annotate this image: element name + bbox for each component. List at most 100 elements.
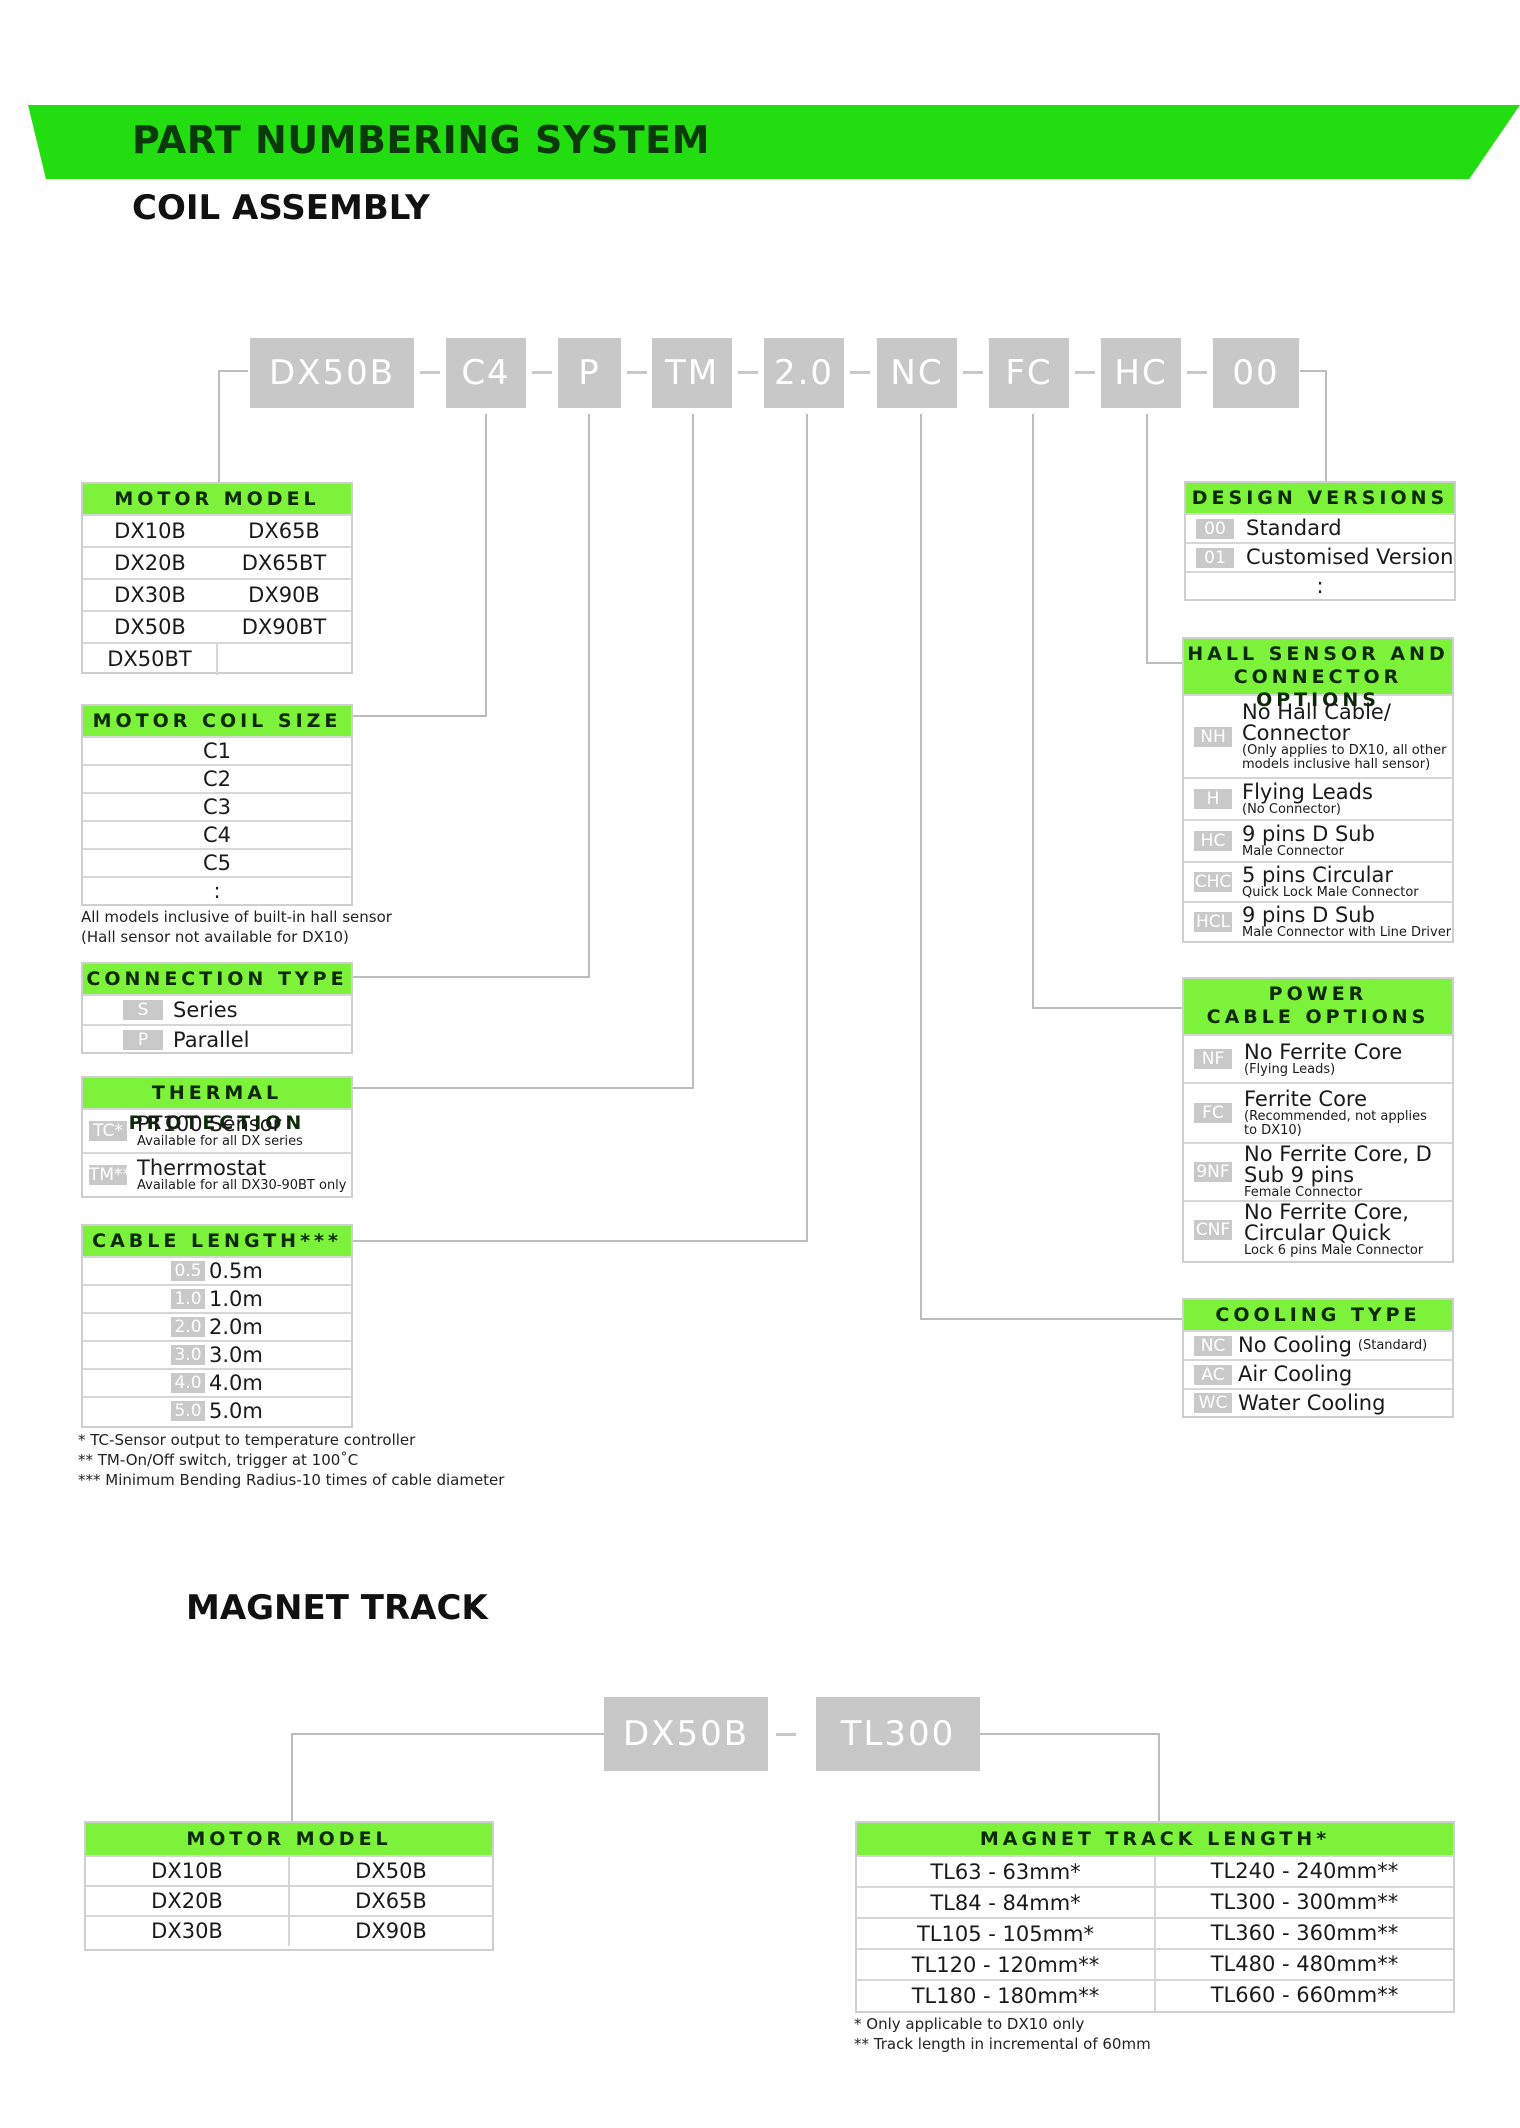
option-sub: (Flying Leads) [1244, 1061, 1336, 1077]
part-box-connection: P [558, 338, 621, 408]
part-box-coil: C4 [446, 338, 526, 408]
wire [920, 1318, 1182, 1320]
option-code: 0.5 [171, 1261, 205, 1281]
cell: TL300 - 300mm** [1154, 1887, 1453, 1918]
table-row: H Flying Leads(No Connector) [1184, 777, 1452, 819]
option-sub: to DX10) [1244, 1122, 1302, 1138]
option-label: 3.0m [209, 1342, 263, 1367]
wire [1158, 1733, 1160, 1821]
option-label: Ferrite Core [1244, 1086, 1368, 1111]
wire [1300, 370, 1326, 372]
cell: DX50B [288, 1856, 492, 1886]
option-label: Flying Leads [1242, 779, 1373, 804]
cell: DX20B [114, 551, 186, 575]
dash [850, 371, 870, 374]
table-row: C5 [83, 848, 351, 876]
cell: DX90B [288, 1916, 492, 1946]
option-sub: Available for all DX series [137, 1133, 303, 1149]
footnote: ** Track length in incremental of 60mm [854, 2035, 1151, 2053]
coil-assembly-heading: COIL ASSEMBLY [132, 188, 430, 228]
option-sub: (Recommended, not applies [1244, 1108, 1427, 1124]
magnet-track-length-table: MAGNET TRACK LENGTH* TL63 - 63mm*TL240 -… [855, 1821, 1455, 2013]
page-title: PART NUMBERING SYSTEM [132, 118, 710, 162]
part-box-design: 00 [1213, 338, 1299, 408]
wire [1146, 414, 1148, 664]
option-sub: models inclusive hall sensor) [1242, 756, 1431, 772]
part-box-cooling: NC [877, 338, 957, 408]
table-row: S Series [83, 994, 351, 1024]
option-desc: Flying Leads(No Connector) [1242, 779, 1373, 817]
cell: : [213, 879, 221, 903]
option-label: Standard [1246, 516, 1342, 540]
table-header: MOTOR COIL SIZE [83, 706, 351, 736]
cell: TL360 - 360mm** [1154, 1918, 1453, 1949]
table-header: DESIGN VERSIONS [1186, 483, 1454, 513]
option-sub: (No Connector) [1242, 801, 1342, 817]
cell: DX50BT [107, 647, 192, 671]
part-box-model: DX50B [250, 338, 414, 408]
part-box-cable: 2.0 [764, 338, 844, 408]
option-label: 2.0m [209, 1314, 263, 1339]
cell: C3 [202, 795, 232, 819]
option-label: Sub 9 pins [1244, 1163, 1355, 1187]
table-row: DX50BT [83, 642, 351, 675]
option-code: AC [1194, 1364, 1232, 1385]
option-label: 5.0m [209, 1398, 263, 1423]
footnote: * TC-Sensor output to temperature contro… [78, 1431, 416, 1449]
option-sub: Lock 6 pins Male Connector [1244, 1243, 1424, 1258]
cell: C1 [202, 739, 232, 763]
wire [1325, 370, 1327, 482]
option-code: HCL [1194, 912, 1232, 932]
dash [1187, 371, 1207, 374]
wire [353, 1087, 694, 1089]
option-code: H [1194, 789, 1232, 809]
option-code: S [123, 1000, 163, 1020]
option-sub: Female Connector [1244, 1185, 1363, 1200]
wire [291, 1733, 293, 1821]
option-label: No Cooling [1238, 1333, 1352, 1357]
option-code: NF [1194, 1049, 1232, 1069]
option-label: Connector [1242, 720, 1351, 745]
table-row: : [83, 876, 351, 904]
wire [218, 370, 220, 482]
table-header: MOTOR MODEL [83, 484, 351, 514]
footnote: ** TM-On/Off switch, trigger at 100˚C [78, 1451, 359, 1469]
option-code: 5.0 [171, 1401, 205, 1421]
cell: DX90B [248, 583, 320, 607]
option-label: PT100 Sensor [137, 1111, 282, 1136]
option-code: TM** [89, 1165, 132, 1185]
magnet-part-box-model: DX50B [604, 1697, 768, 1771]
option-label: No Hall Cable/ [1242, 699, 1391, 724]
option-label: Series [173, 997, 238, 1022]
option-code: HC [1194, 831, 1232, 851]
option-code: 9NF [1194, 1162, 1232, 1182]
wire [353, 1240, 808, 1242]
header-line: HALL SENSOR AND [1187, 643, 1449, 665]
wire [806, 414, 808, 1241]
cell: DX65BT [241, 551, 327, 575]
table-row: TL105 - 105mm*TL360 - 360mm** [857, 1917, 1453, 1949]
option-label: Customised Version [1246, 545, 1454, 569]
option-code: FC [1194, 1103, 1232, 1123]
part-box-thermal: TM [652, 338, 732, 408]
